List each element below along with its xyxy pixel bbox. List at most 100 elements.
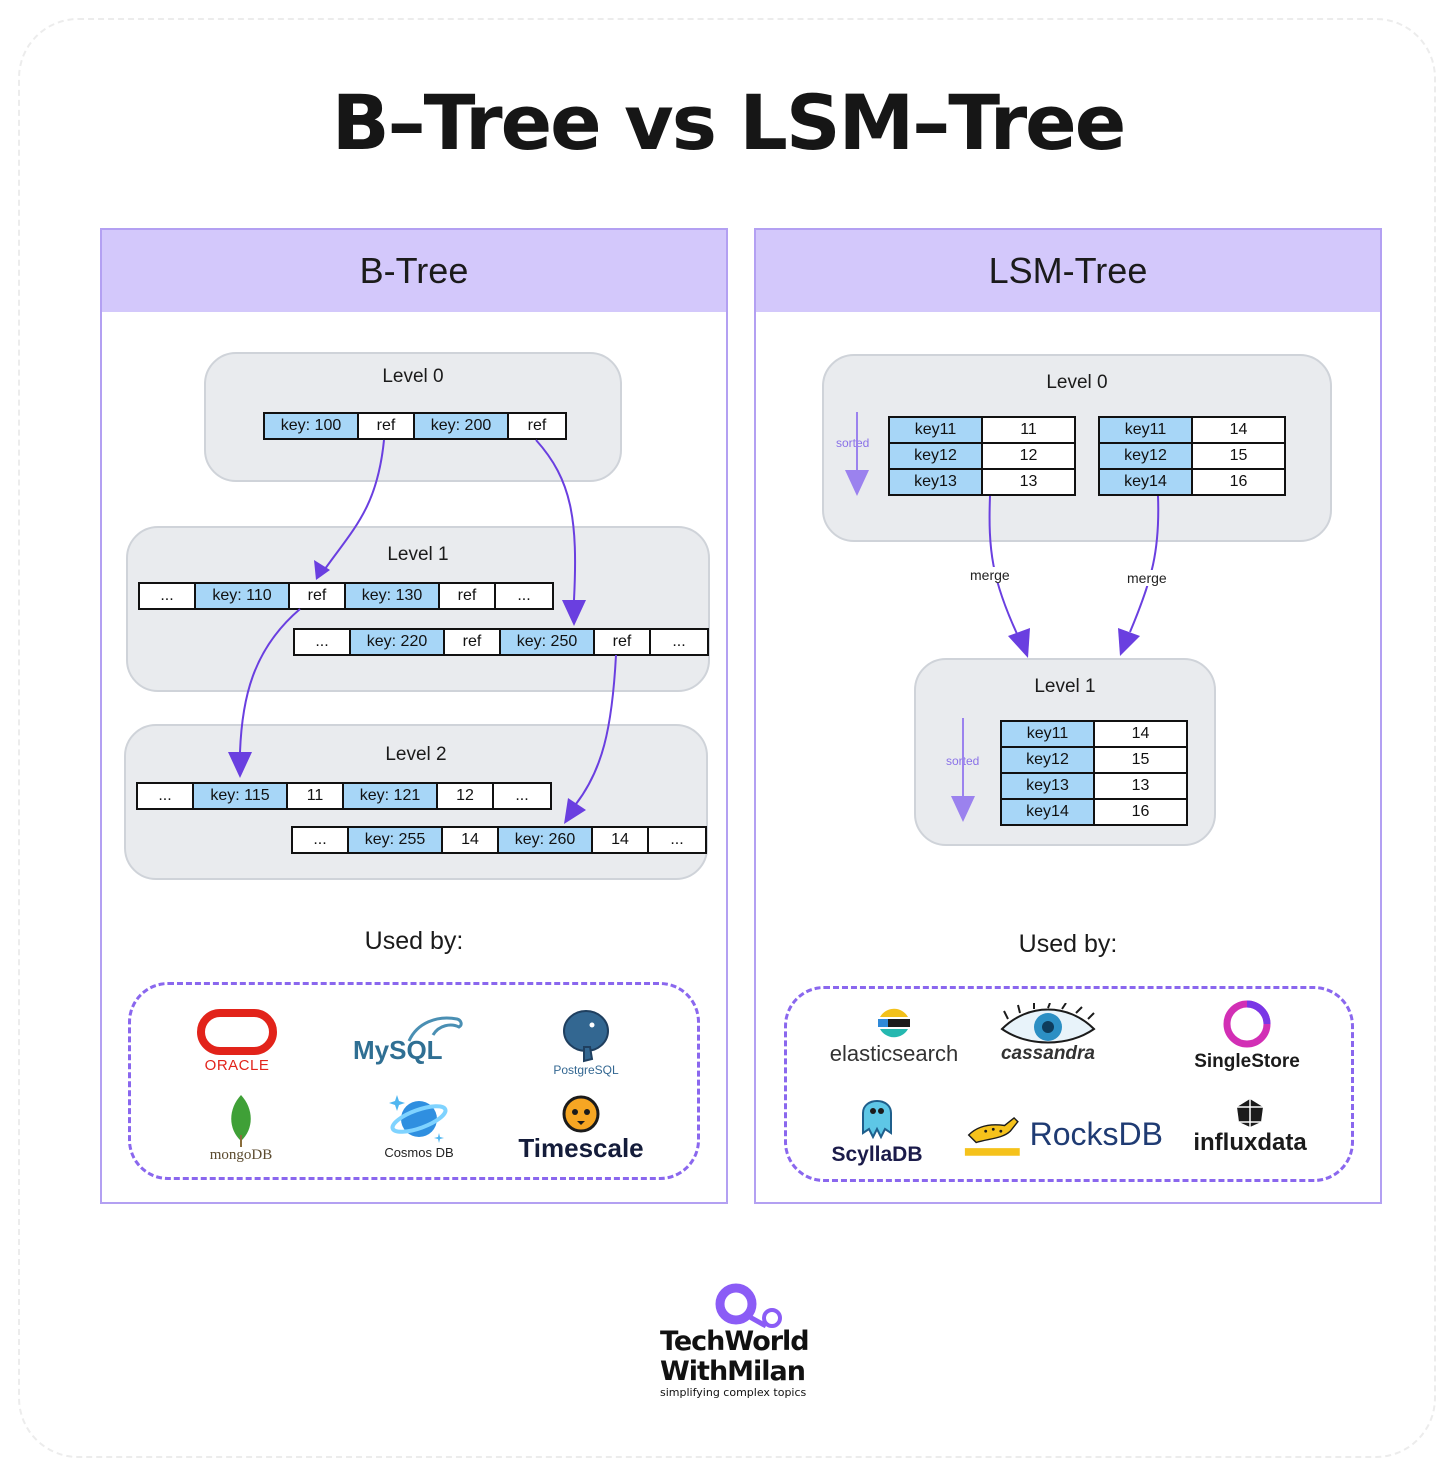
ref-cell: ref xyxy=(595,630,651,654)
btree-level1: Level 1 ... key: 110 ref key: 130 ref ..… xyxy=(126,526,710,692)
key-cell: key: 250 xyxy=(501,630,595,654)
elasticsearch-logo: elasticsearch xyxy=(809,1005,979,1067)
btree-header: B-Tree xyxy=(102,230,726,312)
ellipsis-cell: ... xyxy=(651,630,707,654)
mongodb-label: mongoDB xyxy=(209,1147,273,1163)
dolphin-icon xyxy=(407,1016,463,1042)
value-cell: 14 xyxy=(1229,421,1248,438)
btree-level0: Level 0 key: 100 ref key: 200 ref xyxy=(204,352,622,482)
key-cell: key11 xyxy=(890,418,983,442)
ellipsis-cell: ... xyxy=(496,584,552,608)
table-row: key12 12 xyxy=(890,444,1074,470)
key-cell: key: 130 xyxy=(346,584,440,608)
brand-line2: WithMilan xyxy=(660,1356,806,1387)
key-cell: key: 100 xyxy=(265,414,359,438)
value-cell: 13 xyxy=(1131,777,1150,794)
elasticsearch-label: elasticsearch xyxy=(829,1041,959,1066)
btree-panel: B-Tree Level 0 key: 100 ref key: 200 ref… xyxy=(100,228,728,1204)
rocksdb-logo: RocksDB xyxy=(963,1109,1163,1159)
table-row: key14 16 xyxy=(1002,800,1186,824)
page-title: B–Tree vs LSM–Tree xyxy=(331,78,1127,167)
brand-logo: TechWorld WithMilan simplifying complex … xyxy=(640,1270,830,1410)
ellipsis-cell: ... xyxy=(138,784,194,808)
value-cell: 14 xyxy=(443,828,499,852)
value-cell: 14 xyxy=(1131,725,1150,742)
key-cell: key: 260 xyxy=(499,828,593,852)
elephant-icon xyxy=(563,1010,609,1063)
level-label: Level 0 xyxy=(1046,372,1108,393)
brand-line1: TechWorld xyxy=(660,1326,810,1357)
sorted-arrow-icon xyxy=(951,718,975,822)
leaf-icon xyxy=(231,1095,251,1147)
influxdata-logo: influxdata xyxy=(1175,1097,1325,1157)
ref-cell: ref xyxy=(445,630,501,654)
key-cell: key: 200 xyxy=(415,414,509,438)
lsm-header: LSM-Tree xyxy=(756,230,1380,312)
key-cell: key13 xyxy=(890,470,983,494)
influxdata-label: influxdata xyxy=(1193,1129,1307,1156)
key-cell: key12 xyxy=(1100,444,1193,468)
lsm-logo-box: elasticsearch cassandra SingleStore xyxy=(784,986,1354,1182)
value-cell: 11 xyxy=(1020,421,1037,438)
arrowhead xyxy=(1008,628,1030,658)
planet-icon xyxy=(389,1095,448,1143)
level-label: Level 0 xyxy=(382,366,444,387)
oracle-label: ORACLE xyxy=(204,1057,270,1074)
page-frame xyxy=(18,18,1436,1458)
timescale-logo: Timescale xyxy=(511,1093,651,1164)
key-cell: key: 110 xyxy=(196,584,290,608)
scylladb-label: ScyllaDB xyxy=(831,1143,923,1166)
ellipsis-cell: ... xyxy=(649,828,705,852)
table-row: key11 11 xyxy=(890,418,1074,444)
value-cell: 16 xyxy=(1131,803,1150,820)
btree-used-by-label: Used by: xyxy=(364,927,464,955)
key-cell: key14 xyxy=(1002,800,1095,824)
cassandra-label: cassandra xyxy=(1000,1043,1095,1064)
key-cell: key11 xyxy=(1100,418,1193,442)
btree-level1-row1: ... key: 110 ref key: 130 ref ... xyxy=(138,582,554,610)
sorted-arrow-icon xyxy=(845,412,869,496)
value-cell: 15 xyxy=(1131,751,1150,768)
value-cell: 14 xyxy=(593,828,649,852)
brand-icon xyxy=(715,1283,782,1329)
btree-level2-row2: ... key: 255 14 key: 260 14 ... xyxy=(291,826,707,854)
eye-icon xyxy=(1000,1003,1096,1044)
cosmosdb-logo: Cosmos DB xyxy=(359,1089,479,1160)
ellipsis-cell: ... xyxy=(293,828,349,852)
cheetah-icon xyxy=(964,1116,1020,1156)
key-cell: key: 220 xyxy=(351,630,445,654)
ref-cell: ref xyxy=(509,414,565,438)
singlestore-label: SingleStore xyxy=(1194,1051,1300,1072)
influx-cube-icon xyxy=(1237,1099,1263,1127)
ref-cell: ref xyxy=(290,584,346,608)
oracle-logo: ORACLE xyxy=(189,1009,285,1074)
ellipsis-cell: ... xyxy=(494,784,550,808)
scylla-monster-icon xyxy=(862,1100,892,1140)
merge-label-left: merge xyxy=(970,567,1010,583)
cassandra-logo: cassandra xyxy=(993,1003,1103,1065)
value-cell: 12 xyxy=(438,784,494,808)
level-label: Level 2 xyxy=(385,744,447,765)
level-label: Level 1 xyxy=(387,544,449,565)
key-cell: key12 xyxy=(890,444,983,468)
btree-level1-row2: ... key: 220 ref key: 250 ref ... xyxy=(293,628,709,656)
sorted-label: sorted xyxy=(836,436,870,450)
key-cell: key13 xyxy=(1002,774,1095,798)
ellipsis-cell: ... xyxy=(295,630,351,654)
oracle-icon xyxy=(197,1009,277,1055)
singlestore-logo: SingleStore xyxy=(1187,999,1307,1073)
lsm-used-by-label: Used by: xyxy=(1018,930,1118,958)
btree-level2: Level 2 ... key: 115 11 key: 121 12 ... … xyxy=(124,724,708,880)
ellipsis-cell: ... xyxy=(140,584,196,608)
cosmosdb-label: Cosmos DB xyxy=(384,1145,454,1160)
btree-logo-box: ORACLE MySQL PostgreSQL mongoDB xyxy=(128,982,700,1180)
arrowhead xyxy=(1118,628,1140,656)
value-cell: 12 xyxy=(1019,447,1038,464)
level-label: Level 1 xyxy=(1034,676,1096,697)
key-cell: key: 255 xyxy=(349,828,443,852)
